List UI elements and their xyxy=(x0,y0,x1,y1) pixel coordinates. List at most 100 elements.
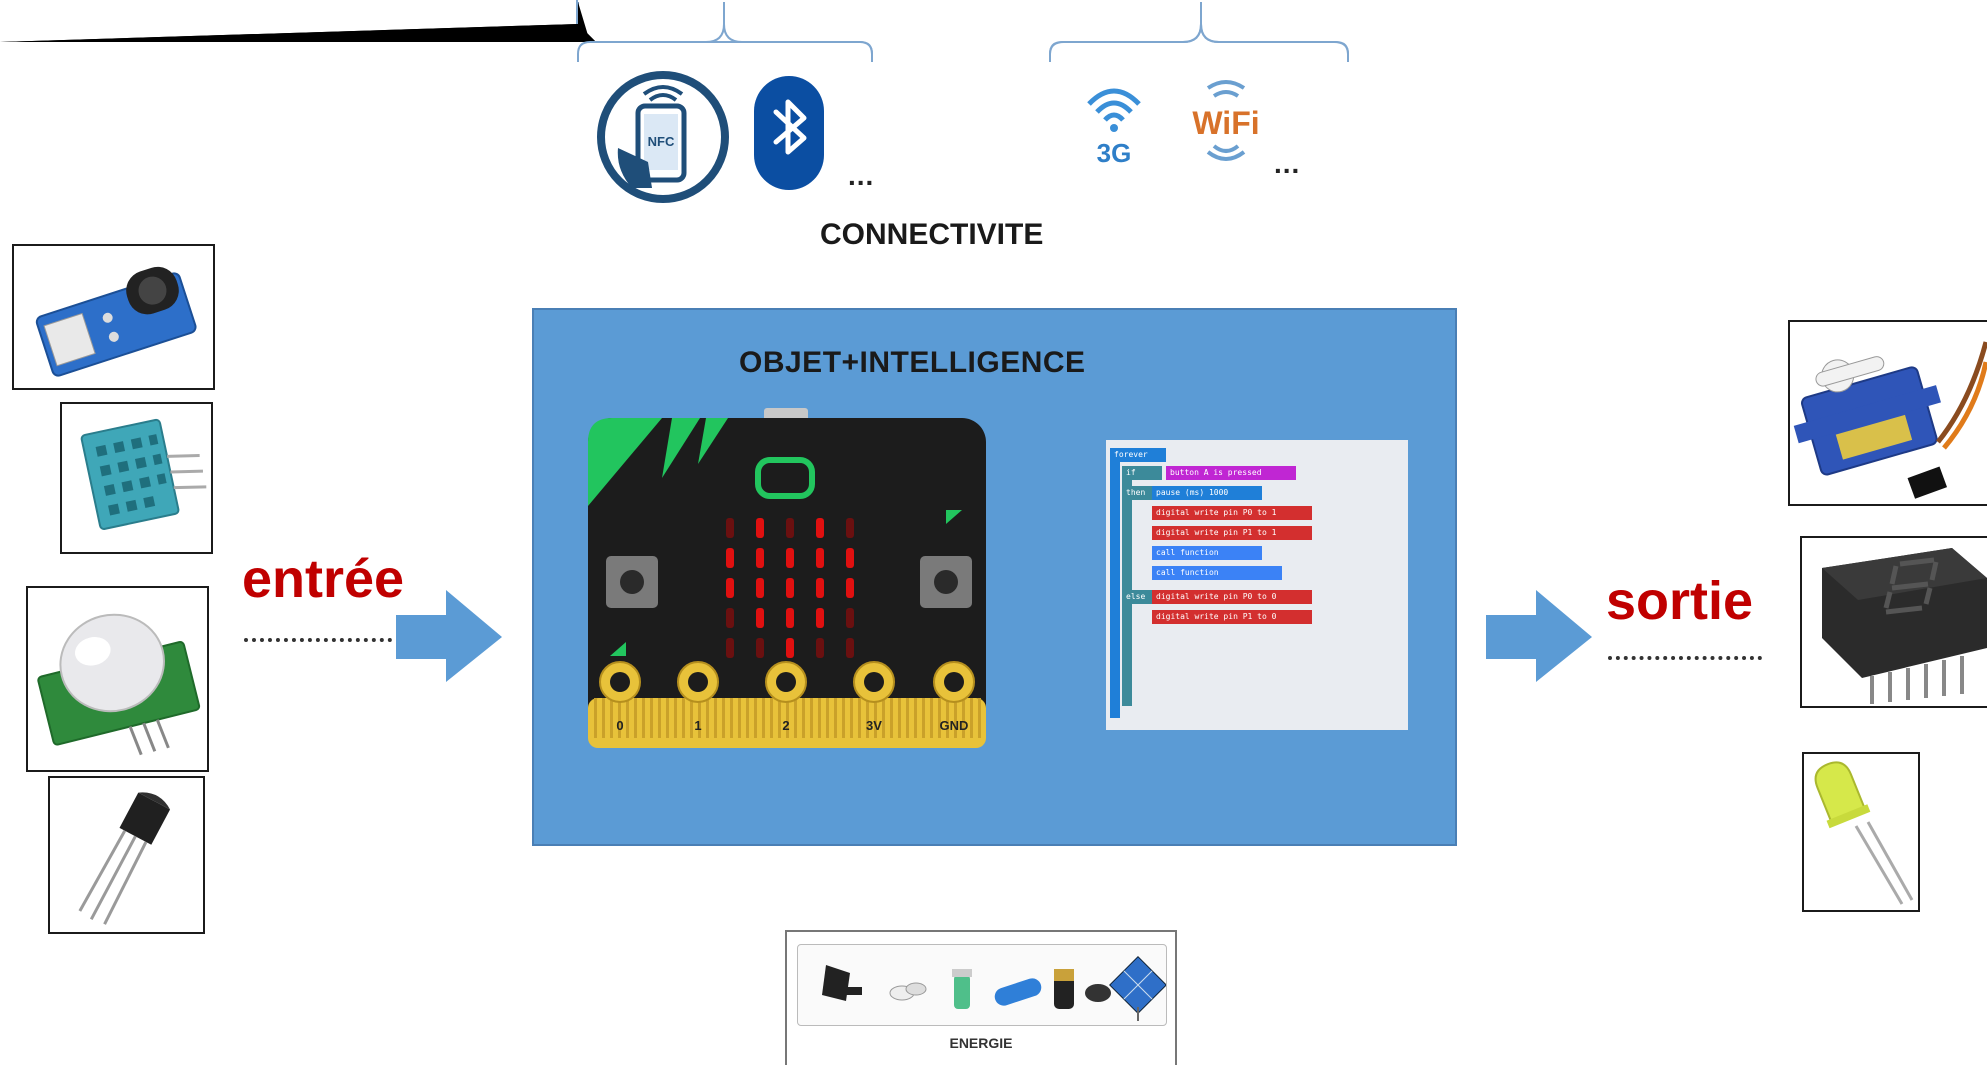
code-block-pause: pause (ms) 1000 xyxy=(1152,486,1262,500)
edge-connector-stripe xyxy=(610,698,613,738)
edge-connector-stripe xyxy=(714,698,717,738)
svg-text:NFC: NFC xyxy=(648,134,675,149)
connectivity-brackets xyxy=(0,0,1349,62)
led-0-0 xyxy=(726,518,734,538)
edge-connector-stripe xyxy=(874,698,877,738)
led-4-4 xyxy=(846,638,854,658)
edge-connector-stripe xyxy=(754,698,757,738)
output-arrow-icon xyxy=(1486,590,1592,682)
led-4-3 xyxy=(816,638,824,658)
cellular-3g-icon: 3G xyxy=(1087,88,1141,166)
led-3-4 xyxy=(846,608,854,628)
edge-connector-stripe xyxy=(978,698,981,738)
if-spine xyxy=(1122,466,1132,706)
led-3-1 xyxy=(756,608,764,628)
seven-segment-display-icon xyxy=(1822,548,1987,704)
connectivity-title: CONNECTIVITE xyxy=(820,218,1044,251)
pin-hole-2 xyxy=(776,672,796,692)
svg-text:3G: 3G xyxy=(1097,138,1132,166)
edge-connector-stripe xyxy=(762,698,765,738)
led-0-1 xyxy=(756,518,764,538)
led-0-4 xyxy=(846,518,854,538)
code-block-then: then xyxy=(1122,486,1152,500)
code-block-call-function-2: call function xyxy=(1152,566,1282,580)
nfc-icon: NFC xyxy=(597,71,729,203)
pin-label-4: GND xyxy=(940,718,969,733)
edge-connector-stripe xyxy=(618,698,621,738)
pin-label-3: 3V xyxy=(866,718,882,733)
edge-connector-stripe xyxy=(730,698,733,738)
temperature-probe-icon xyxy=(78,792,171,925)
edge-connector-stripe xyxy=(922,698,925,738)
pin-label-0: 0 xyxy=(616,718,623,733)
main-title: OBJET+INTELLIGENCE xyxy=(739,346,1086,379)
led-2-2 xyxy=(786,578,794,598)
edge-connector-stripe xyxy=(778,698,781,738)
led-2-1 xyxy=(756,578,764,598)
edge-connector-stripe xyxy=(914,698,917,738)
edge-connector-stripe xyxy=(786,698,789,738)
edge-connector-stripe xyxy=(634,698,637,738)
transistor-sensor-image xyxy=(48,776,205,934)
servo-motor-icon xyxy=(1793,341,1987,499)
code-block-digital-write-2: digital write pin P1 to 1 xyxy=(1152,526,1312,540)
edge-connector-stripe xyxy=(834,698,837,738)
code-panel: forever if button A is pressed then paus… xyxy=(1106,440,1408,730)
energy-box: ENERGIE xyxy=(785,930,1177,1065)
forever-spine xyxy=(1110,448,1120,718)
code-block-else: else xyxy=(1122,590,1152,604)
temperature-humidity-sensor-icon xyxy=(80,418,207,530)
pin-label-2: 2 xyxy=(782,718,789,733)
edge-connector-stripe xyxy=(858,698,861,738)
edge-connector-stripe xyxy=(810,698,813,738)
edge-connector-stripe xyxy=(602,698,605,738)
input-arrow-icon xyxy=(396,590,502,682)
pin-hole-0 xyxy=(610,672,630,692)
bluetooth-icon xyxy=(754,76,824,190)
long-range-more: ... xyxy=(1274,148,1301,179)
code-block-call-function-1: call function xyxy=(1152,546,1262,560)
edge-connector-stripe xyxy=(690,698,693,738)
led-2-3 xyxy=(816,578,824,598)
servo-motor-image xyxy=(1788,320,1987,506)
pin-hole-3 xyxy=(864,672,884,692)
edge-connector-stripe xyxy=(882,698,885,738)
led-3-2 xyxy=(786,608,794,628)
led-0-2 xyxy=(786,518,794,538)
edge-connector-stripe xyxy=(898,698,901,738)
code-block-button-pressed: button A is pressed xyxy=(1166,466,1296,480)
edge-connector-stripe xyxy=(930,698,933,738)
edge-connector-stripe xyxy=(674,698,677,738)
energy-label: ENERGIE xyxy=(949,1035,1013,1051)
edge-connector-stripe xyxy=(658,698,661,738)
edge-connector-stripe xyxy=(850,698,853,738)
edge-connector-stripe xyxy=(794,698,797,738)
led-4-1 xyxy=(756,638,764,658)
energy-sources-icon xyxy=(822,956,1167,1021)
edge-connector-stripe xyxy=(666,698,669,738)
bracket-long-range xyxy=(1049,2,1349,62)
led-1-2 xyxy=(786,548,794,568)
edge-connector-stripe xyxy=(818,698,821,738)
led-2-0 xyxy=(726,578,734,598)
pin-hole-1 xyxy=(688,672,708,692)
edge-connector-stripe xyxy=(866,698,869,738)
edge-connector-stripe xyxy=(946,698,949,738)
edge-connector-stripe xyxy=(802,698,805,738)
svg-text:WiFi: WiFi xyxy=(1192,105,1259,141)
bracket-short-range xyxy=(577,2,873,62)
input-label: entrée xyxy=(242,549,405,609)
led-4-0 xyxy=(726,638,734,658)
edge-connector-stripe xyxy=(642,698,645,738)
input-dotted-line xyxy=(244,638,392,642)
led-image xyxy=(1802,752,1920,912)
energy-sources-strip xyxy=(797,944,1167,1026)
led-icon xyxy=(1814,761,1914,905)
edge-connector-stripe xyxy=(698,698,701,738)
led-4-2 xyxy=(786,638,794,658)
output-label: sortie xyxy=(1606,571,1754,631)
led-1-1 xyxy=(756,548,764,568)
edge-connector-stripe xyxy=(938,698,941,738)
